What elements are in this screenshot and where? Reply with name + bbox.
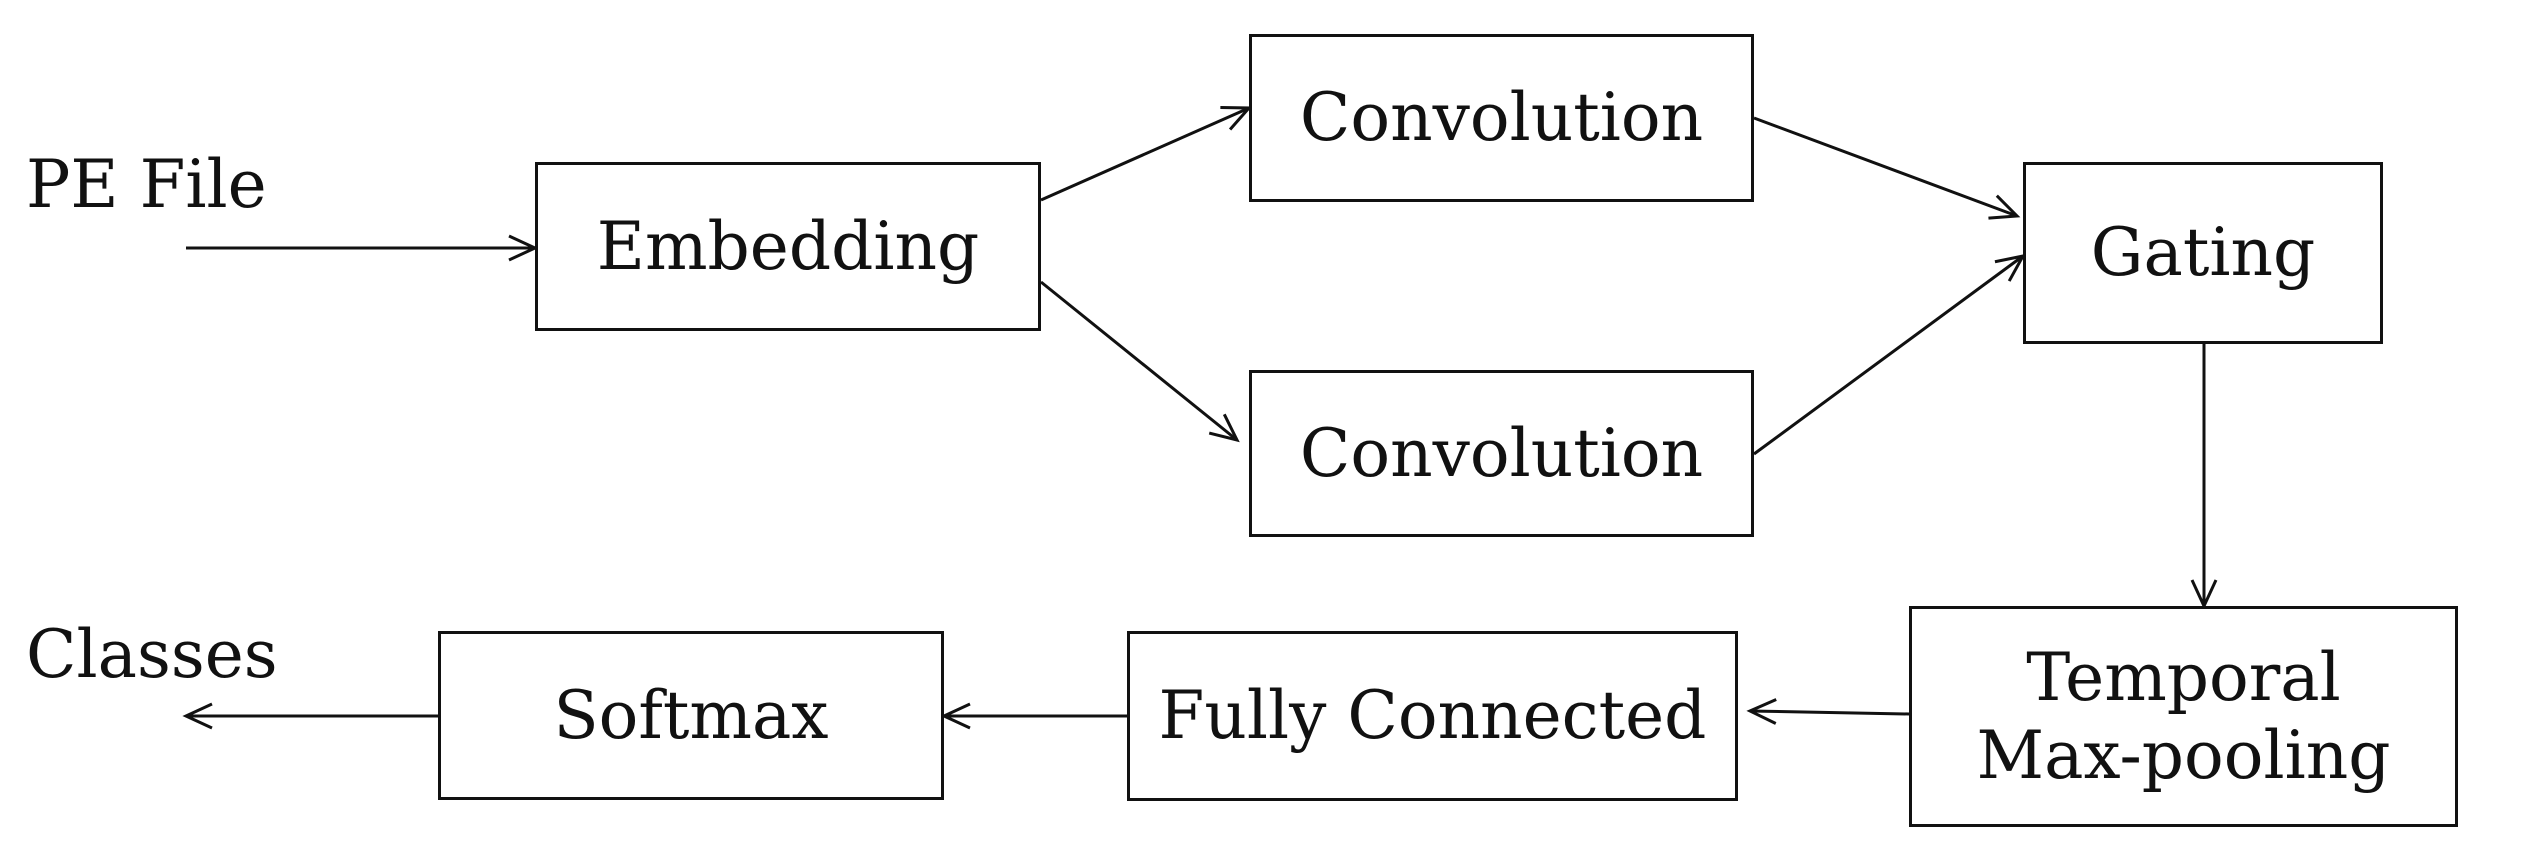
arrow-embedding-to-conv-top	[1040, 106, 1253, 202]
embedding-box: Embedding	[535, 162, 1041, 331]
convolution-bottom-box: Convolution	[1249, 370, 1754, 537]
softmax-box: Softmax	[438, 631, 944, 800]
arrow-conv-bottom-to-gating	[1753, 253, 2026, 456]
input-label: PE File	[26, 146, 267, 223]
fully-connected-label: Fully Connected	[1158, 677, 1707, 755]
gating-box: Gating	[2023, 162, 2383, 344]
temporal-maxpooling-box: Temporal Max-pooling	[1909, 606, 2458, 827]
embedding-label: Embedding	[596, 207, 980, 285]
gating-label: Gating	[2090, 214, 2316, 292]
convolution-bottom-label: Convolution	[1299, 414, 1704, 492]
output-label: Classes	[26, 616, 278, 693]
temporal-label: Temporal	[2026, 638, 2341, 716]
arrow-embedding-to-conv-bottom	[1040, 280, 1240, 443]
maxpooling-label: Max-pooling	[1976, 716, 2391, 794]
convolution-top-box: Convolution	[1249, 34, 1754, 202]
arrow-conv-top-to-gating	[1753, 116, 2021, 220]
arrow-maxpool-to-fully-connected	[1746, 698, 1910, 725]
softmax-label: Softmax	[553, 676, 829, 754]
convolution-top-label: Convolution	[1299, 79, 1704, 157]
fully-connected-box: Fully Connected	[1127, 631, 1738, 801]
